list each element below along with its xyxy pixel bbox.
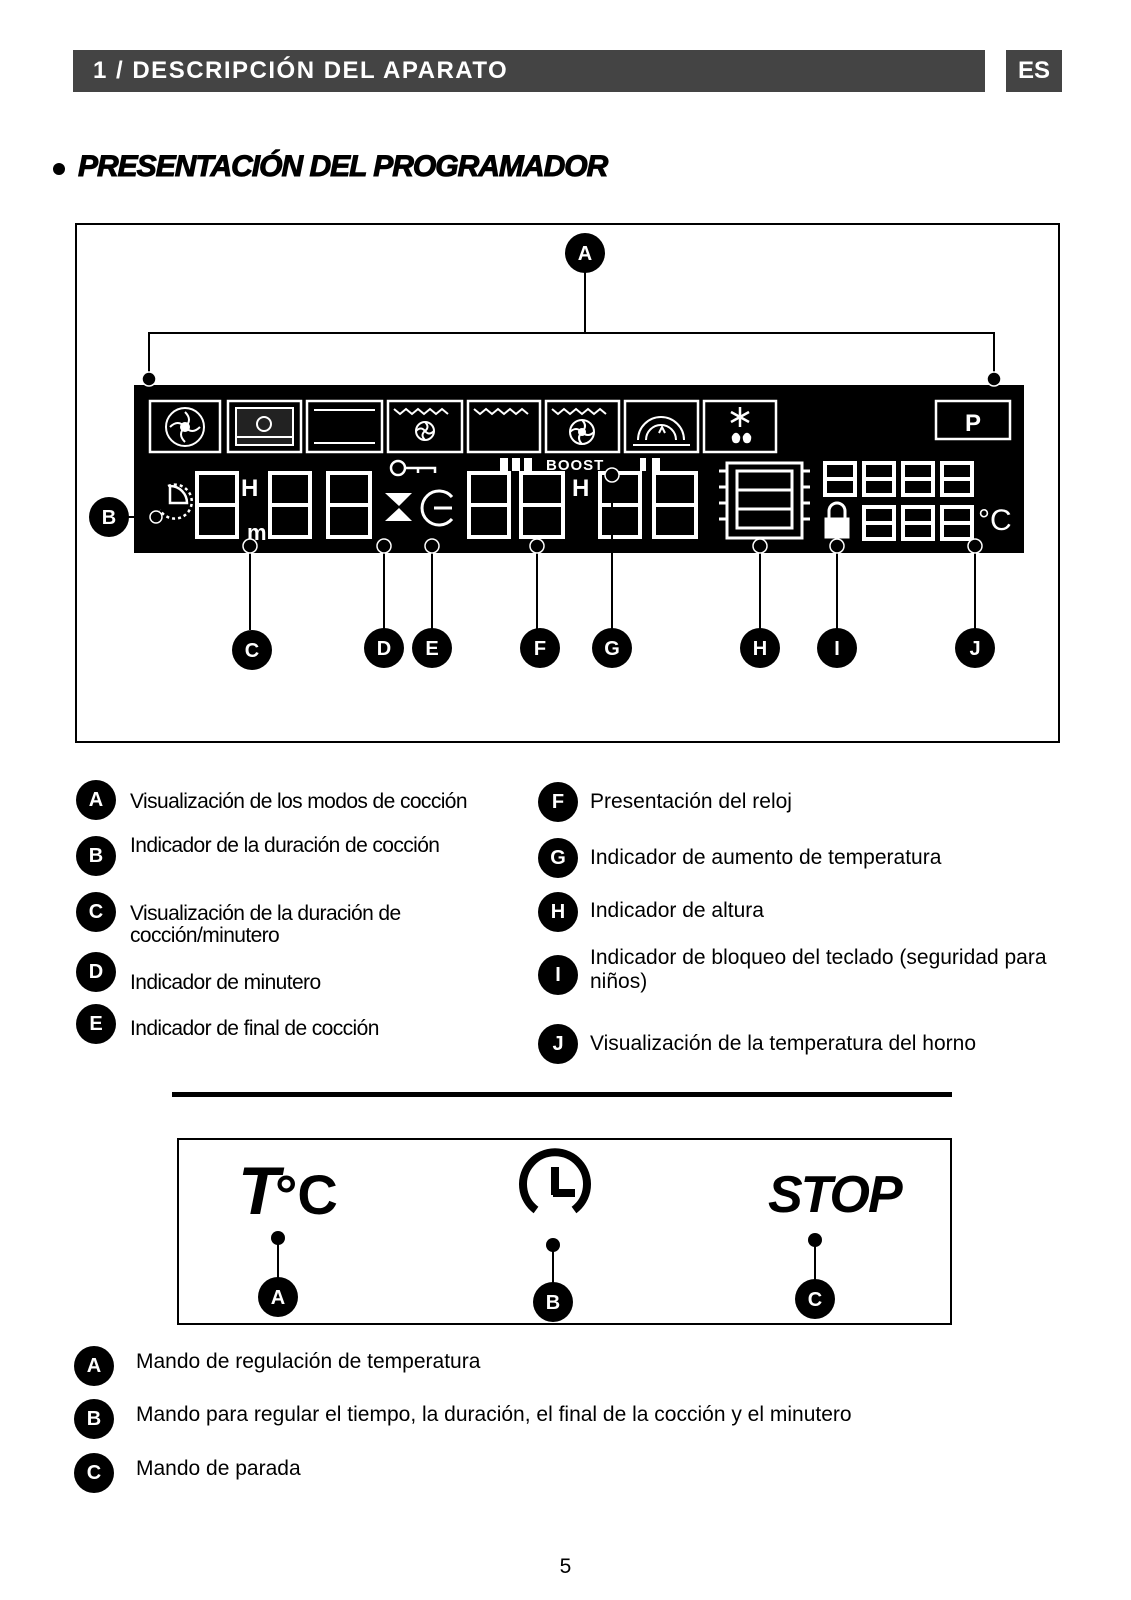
legend-badge-f: F: [538, 782, 578, 822]
legend-badge-d: D: [76, 952, 116, 992]
grill-bottom-icon: [235, 407, 294, 446]
callout-j: J: [969, 638, 980, 660]
control-legend-badge-b: B: [74, 1399, 114, 1439]
minute-minder-icon: [385, 493, 412, 521]
legend-badge-a: A: [76, 780, 116, 820]
control-legend-text-b: Mando para regular el tiempo, la duració…: [136, 1403, 852, 1426]
section-header-bar: 1 / DESCRIPCIÓN DEL APARATO: [73, 50, 985, 92]
callout-c: C: [245, 640, 259, 662]
program-p-text: P: [965, 410, 981, 437]
callout-a: A: [578, 243, 592, 265]
legend-badge-g: G: [538, 838, 578, 878]
cooking-mode-icons: [148, 399, 778, 454]
temp-c-text: °C: [275, 1163, 338, 1226]
callout-b: B: [102, 507, 116, 529]
legend-badge-b: B: [76, 836, 116, 876]
display-diagram: P H m BOOST H: [89, 233, 1024, 670]
legend-badge-h: H: [538, 892, 578, 932]
lock-icon: [824, 501, 850, 539]
legend-text-g: Indicador de aumento de temperatura: [590, 846, 942, 869]
clock-digits: [467, 471, 698, 539]
fan-icon: [165, 407, 205, 447]
control-legend-text-a: Mando de regulación de temperatura: [136, 1350, 481, 1373]
legend-text-a: Visualización de los modos de cocción: [130, 790, 468, 813]
legend-text-h: Indicador de altura: [590, 899, 764, 922]
defrost-icon: [730, 407, 752, 444]
fan-grill-icon: [551, 407, 607, 445]
leader-lines: [125, 272, 995, 630]
clock-knob-icon: [519, 1148, 591, 1214]
section-bullet: [53, 163, 65, 175]
legend-text-d: Indicador de minutero: [130, 971, 321, 994]
key-icon: [389, 459, 437, 477]
legend-badge-e: E: [76, 1004, 116, 1044]
end-of-cooking-icon: [420, 489, 454, 527]
temperature-knob-label: T °C: [238, 1153, 338, 1229]
control-legend-badge-a: A: [74, 1346, 114, 1386]
turbo-grill-icon: [393, 407, 449, 441]
controls-diagram: T °C STOP A B C: [238, 1148, 905, 1322]
bread-icon: [633, 416, 690, 446]
conventional-icon: [314, 409, 375, 444]
duration-digits: [195, 471, 372, 539]
callout-badges: A B C D E F G H I J: [89, 233, 995, 670]
display-diagram-frame: [75, 223, 1060, 743]
legend-badge-j: J: [538, 1024, 578, 1064]
hours-h-label: H: [241, 475, 258, 502]
legend-text-c: Visualización de la duración de cocción/…: [130, 902, 401, 947]
callout-i: I: [834, 638, 840, 660]
shelf-height-icon: [719, 461, 810, 540]
clock-h-label: H: [572, 475, 589, 502]
section-divider: [172, 1092, 952, 1097]
control-legend-text-c: Mando de parada: [136, 1457, 301, 1480]
control-callout-a: A: [271, 1287, 285, 1309]
section-title: PRESENTACIÓN DEL PROGRAMADOR: [77, 150, 608, 184]
controls-diagram-frame: [177, 1138, 952, 1325]
control-callout-b: B: [546, 1292, 560, 1314]
grill-icon: [473, 407, 529, 416]
duration-clock-icon: [158, 483, 194, 520]
program-box: [934, 399, 1012, 441]
celsius-label: °C: [978, 504, 1012, 537]
legend-text-j: Visualización de la temperatura del horn…: [590, 1032, 977, 1055]
legend-text-i: Indicador de bloqueo del teclado (seguri…: [590, 946, 1047, 993]
boost-bars: [500, 458, 660, 471]
callout-e: E: [425, 638, 438, 660]
callout-d: D: [377, 638, 391, 660]
control-legend-badge-c: C: [74, 1453, 114, 1493]
boost-text: BOOST: [546, 457, 604, 474]
callout-f: F: [534, 638, 546, 660]
stop-text: STOP: [768, 1166, 903, 1224]
callout-h: H: [753, 638, 767, 660]
legend-text-b: Indicador de la duración de cocción: [130, 834, 440, 857]
legend-text-f: Presentación del reloj: [590, 790, 792, 813]
temperature-digits-top: [823, 461, 974, 497]
legend-text-e: Indicador de final de cocción: [130, 1017, 379, 1040]
leader-dots: [141, 371, 1002, 554]
legend-badge-c: C: [76, 892, 116, 932]
page-number: 5: [559, 1555, 572, 1578]
legend-badge-i: I: [538, 955, 578, 995]
callout-g: G: [604, 638, 620, 660]
language-badge: ES: [1006, 50, 1062, 92]
temperature-digits-bottom: [862, 505, 974, 541]
control-callout-c: C: [808, 1289, 822, 1311]
